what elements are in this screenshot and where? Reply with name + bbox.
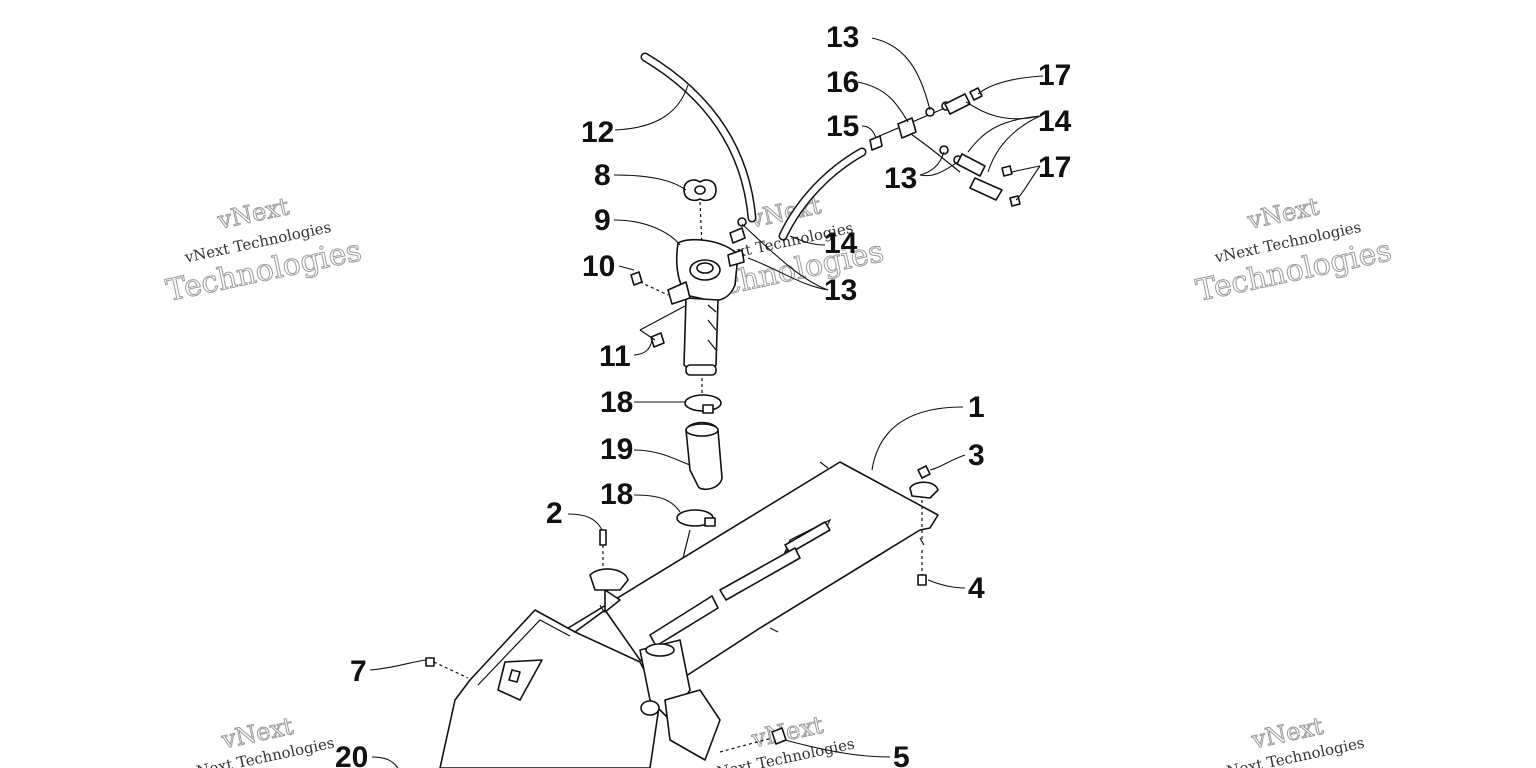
callout-11: 11	[599, 340, 631, 373]
part-14-short-hoses	[944, 93, 1003, 201]
callout-19: 19	[600, 433, 633, 466]
callout-9: 9	[594, 204, 611, 237]
part-3-grommet	[909, 465, 939, 540]
callout-10: 10	[582, 250, 615, 283]
callout-4: 4	[968, 572, 985, 605]
callout-18-upper: 18	[600, 386, 633, 419]
part-11-screw	[639, 305, 686, 348]
part-8-cap	[683, 179, 717, 246]
callout-14-hose: 14	[824, 227, 858, 260]
part-18-clamp-upper	[684, 378, 722, 414]
part-2-rivet	[589, 529, 629, 591]
callout-15: 15	[826, 110, 859, 143]
part-1-heat-exchanger	[439, 461, 939, 768]
callout-20: 20	[335, 741, 368, 768]
callout-labels: 13 16 15 17 14 17 13 14 13 12 8 9 10 11 …	[335, 21, 1072, 768]
callout-13-middle: 13	[884, 162, 917, 195]
part-10-screw	[630, 271, 669, 296]
part-14-bleed-hose	[778, 147, 867, 241]
part-13-clamps	[737, 101, 963, 227]
watermark-top-left: vNext vNext Technologies Technologies	[163, 192, 365, 310]
callout-12: 12	[581, 116, 614, 149]
callout-14-right: 14	[1038, 105, 1072, 138]
callout-13-bottom: 13	[824, 274, 857, 307]
callout-13-top: 13	[826, 21, 859, 54]
watermark-top-right: vNext vNext Technologies Technologies	[1193, 192, 1395, 310]
part-12-overflow-hose	[640, 52, 757, 223]
callout-17-bottom: 17	[1038, 151, 1071, 184]
part-7-rivet	[425, 657, 469, 679]
callout-1: 1	[968, 391, 985, 424]
callout-5: 5	[893, 741, 910, 768]
callout-8: 8	[594, 159, 611, 192]
callout-2: 2	[546, 497, 563, 530]
part-9-filler-neck	[667, 227, 746, 376]
watermark-bottom-left: vNext vNext Technologies	[186, 711, 336, 768]
part-17-caps	[969, 87, 1021, 207]
callout-7: 7	[350, 655, 367, 688]
callout-17-top: 17	[1038, 59, 1071, 92]
part-19-hose	[685, 421, 723, 491]
callout-16: 16	[826, 66, 859, 99]
leader-lines	[369, 37, 1044, 768]
part-16-tee-fitting	[869, 107, 961, 173]
part-15-clamp	[869, 135, 883, 151]
part-4-bolt	[917, 550, 927, 586]
watermark-bottom-right: vNext vNext Technologies	[1216, 711, 1366, 768]
callout-18-lower: 18	[600, 478, 633, 511]
callout-3: 3	[968, 439, 985, 472]
